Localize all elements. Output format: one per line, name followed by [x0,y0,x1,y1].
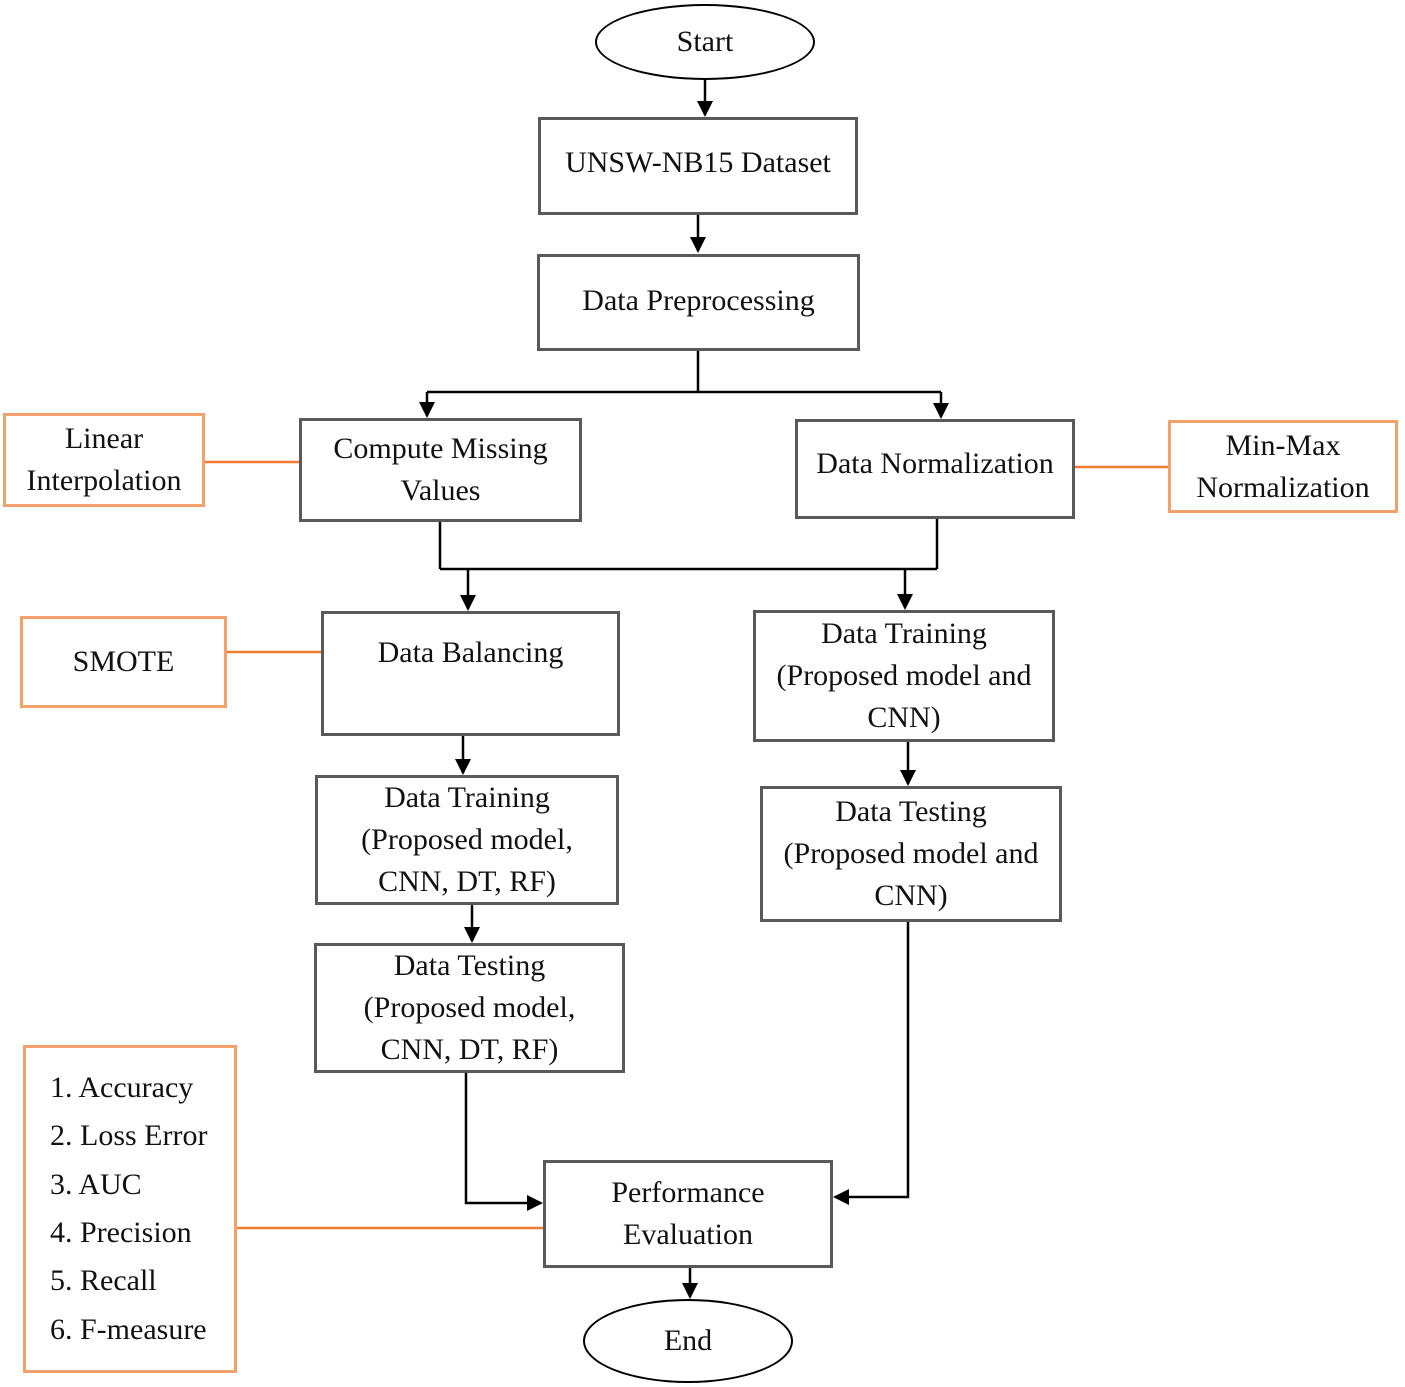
node-data-testing-right: Data Testing (Proposed model and CNN) [760,786,1062,922]
metric-accuracy: 1. Accuracy [50,1071,194,1105]
metrics-box: 1. Accuracy 2. Loss Error 3. AUC 4. Prec… [23,1045,237,1373]
node-data-testing-left: Data Testing (Proposed model, CNN, DT, R… [314,943,625,1073]
node-data-testing-left-label: Data Testing (Proposed model, CNN, DT, R… [363,949,576,1066]
node-unsw-dataset-label: UNSW-NB15 Dataset [565,146,831,179]
node-compute-missing-values-label: Compute Missing Values [333,432,548,507]
node-start-label: Start [676,25,734,58]
node-data-training-right-label: Data Training (Proposed model and CNN) [776,617,1032,734]
node-data-normalization-label: Data Normalization [816,447,1054,480]
node-unsw-dataset: UNSW-NB15 Dataset [538,117,858,215]
node-data-normalization: Data Normalization [795,419,1075,519]
metric-recall: 5. Recall [50,1264,157,1298]
node-performance-evaluation: Performance Evaluation [543,1160,833,1268]
node-end-label: End [663,1324,713,1357]
metric-auc: 3. AUC [50,1167,142,1201]
node-smote-label: SMOTE [72,645,175,678]
node-data-training-left-label: Data Training (Proposed model, CNN, DT, … [361,781,573,898]
node-linear-interpolation: Linear Interpolation [3,413,205,507]
node-data-balancing-label: Data Balancing [377,636,564,669]
node-compute-missing-values: Compute Missing Values [299,418,582,522]
metric-loss-error: 2. Loss Error [50,1119,208,1153]
node-minmax-normalization: Min-Max Normalization [1168,420,1398,513]
node-data-testing-right-label: Data Testing (Proposed model and CNN) [783,795,1039,912]
connector-testing-left-to-evaluation [464,1073,543,1211]
node-data-training-left: Data Training (Proposed model, CNN, DT, … [315,775,619,905]
node-data-preprocessing-label: Data Preprocessing [582,284,815,317]
node-linear-interpolation-label: Linear Interpolation [26,422,182,497]
node-minmax-normalization-label: Min-Max Normalization [1196,428,1370,504]
node-data-balancing: Data Balancing [321,611,620,736]
node-end: End [583,1299,793,1383]
metric-precision: 4. Precision [50,1216,192,1250]
connector-testing-right-to-evaluation [833,922,910,1205]
node-start: Start [595,4,815,80]
node-performance-evaluation-label: Performance Evaluation [611,1176,765,1251]
node-data-training-right: Data Training (Proposed model and CNN) [753,610,1055,742]
node-data-preprocessing: Data Preprocessing [537,254,860,351]
node-smote: SMOTE [20,616,227,708]
metric-f-measure: 6. F-measure [50,1312,207,1346]
